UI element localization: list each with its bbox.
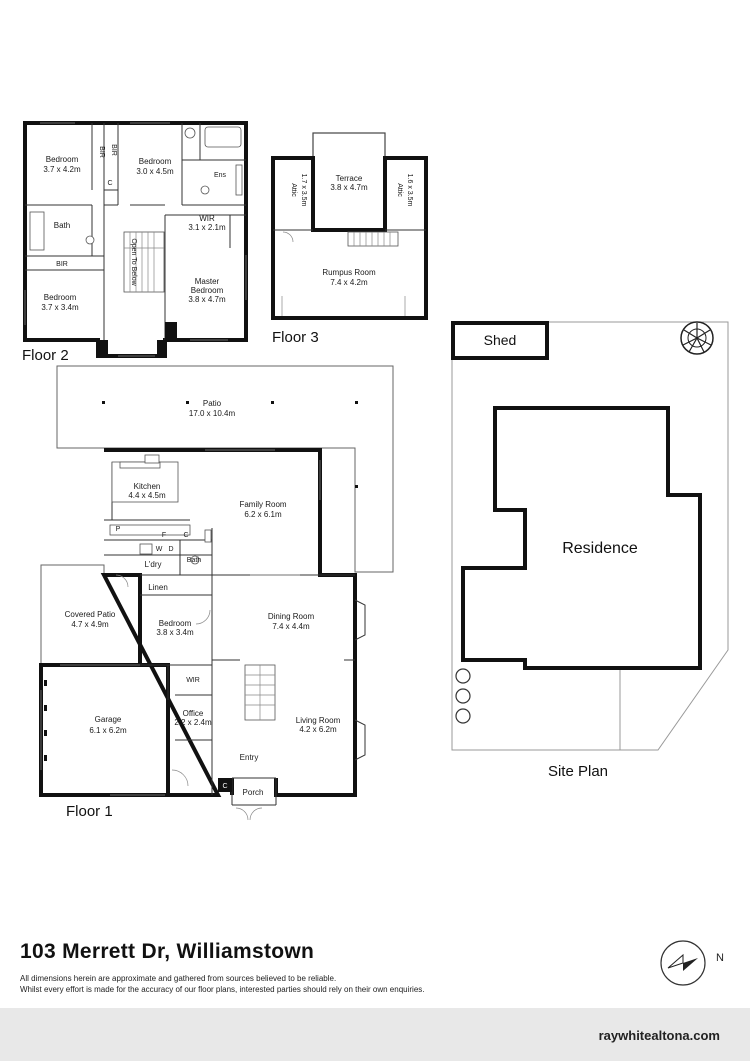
website-link[interactable]: raywhitealtona.com <box>598 1028 720 1043</box>
f1-linen: Linen <box>148 583 168 592</box>
site-plan-label: Site Plan <box>548 763 608 780</box>
f2-bedroom2-name: Bedroom <box>139 157 172 166</box>
disclaimer-line-1: All dimensions herein are approximate an… <box>20 974 337 983</box>
f2-bedroom3-size: 3.7 x 3.4m <box>41 303 79 312</box>
f1-dining-size: 7.4 x 4.4m <box>272 622 310 631</box>
f1-family-name: Family Room <box>239 500 286 509</box>
f2-wir-name: WIR <box>199 214 215 223</box>
f3-terrace-name: Terrace <box>336 174 363 183</box>
shrub-icon <box>455 668 471 724</box>
f1-covered-patio-size: 4.7 x 4.9m <box>71 620 109 629</box>
floor-3-label: Floor 3 <box>272 329 319 346</box>
f2-bir3: BIR <box>56 261 68 268</box>
f2-master-name: Master <box>195 277 220 286</box>
f2-bir2: BIR <box>110 144 117 156</box>
f1-dryer: D <box>168 546 173 553</box>
site-residence: Residence <box>562 540 638 557</box>
f3-attic-right-name: Attic <box>396 183 403 197</box>
f1-bedroom-size: 3.8 x 3.4m <box>156 628 194 637</box>
f2-ens: Ens <box>214 172 227 179</box>
compass-icon: N <box>660 940 724 986</box>
tree-icon <box>680 321 714 355</box>
f1-kitchen-name: Kitchen <box>134 482 161 491</box>
f1-living-size: 4.2 x 6.2m <box>299 725 337 734</box>
f1-covered-patio-name: Covered Patio <box>65 610 116 619</box>
site-plan: Shed Residence Site Plan <box>451 321 729 780</box>
footer-bar: raywhitealtona.com <box>0 1008 750 1061</box>
f1-garage-name: Garage <box>95 715 122 724</box>
f1-office-size: 2.2 x 2.4m <box>174 718 212 727</box>
f1-living-name: Living Room <box>296 716 341 725</box>
site-shed: Shed <box>484 332 517 348</box>
f1-cupboard: C <box>183 532 188 539</box>
disclaimer-line-2: Whilst every effort is made for the accu… <box>20 985 425 994</box>
floor-1-plan: Patio 17.0 x 10.4m Kitchen 4.4 x 4.5m Fa… <box>39 365 394 821</box>
f1-washer: W <box>156 546 163 553</box>
f3-attic-left-size: 1.7 x 3.5m <box>300 174 307 207</box>
f1-fridge: F <box>162 532 166 539</box>
f1-closet: C <box>222 783 227 790</box>
f2-bedroom1-name: Bedroom <box>46 155 79 164</box>
f1-patio-size: 17.0 x 10.4m <box>189 409 236 418</box>
floor-3-plan: Attic 1.7 x 3.5m Terrace 3.8 x 4.7m Atti… <box>271 132 428 346</box>
f2-wir-size: 3.1 x 2.1m <box>188 223 226 232</box>
disclaimer: All dimensions herein are approximate an… <box>20 973 425 995</box>
f2-master-name2: Bedroom <box>191 286 224 295</box>
f1-garage-size: 6.1 x 6.2m <box>89 726 127 735</box>
f2-bedroom3-name: Bedroom <box>44 293 77 302</box>
f1-kitchen-size: 4.4 x 4.5m <box>128 491 166 500</box>
f1-bath: Bath <box>187 557 202 564</box>
f1-laundry: L'dry <box>144 560 161 569</box>
f3-rumpus-name: Rumpus Room <box>322 268 376 277</box>
f2-bedroom1-size: 3.7 x 4.2m <box>43 165 81 174</box>
f2-bedroom2-size: 3.0 x 4.5m <box>136 167 174 176</box>
f1-porch: Porch <box>243 788 264 797</box>
f2-bir1: BIR <box>98 146 105 158</box>
property-address: 103 Merrett Dr, Williamstown <box>20 940 315 963</box>
floor-plan-drawing: Bedroom 3.7 x 4.2m BIR BIR C Bedroom 3.0… <box>22 121 729 821</box>
f1-patio-name: Patio <box>203 399 222 408</box>
f1-entry: Entry <box>240 753 259 762</box>
floor-2-plan: Bedroom 3.7 x 4.2m BIR BIR C Bedroom 3.0… <box>22 121 248 364</box>
f1-dining-name: Dining Room <box>268 612 315 621</box>
f1-wir: WIR <box>186 677 200 684</box>
f2-cupboard: C <box>107 180 112 187</box>
f1-bedroom-name: Bedroom <box>159 619 192 628</box>
f1-family-size: 6.2 x 6.1m <box>244 510 282 519</box>
compass-north-label: N <box>716 952 724 964</box>
f3-attic-left-name: Attic <box>290 183 297 197</box>
floor-1-label: Floor 1 <box>66 803 113 820</box>
f3-rumpus-size: 7.4 x 4.2m <box>330 278 368 287</box>
f3-attic-right-size: 1.6 x 3.5m <box>406 174 413 207</box>
f1-office-name: Office <box>183 709 204 718</box>
f2-open-to-below: Open To Below <box>130 238 137 286</box>
f2-bath: Bath <box>54 221 70 230</box>
floor-2-label: Floor 2 <box>22 347 69 364</box>
f2-master-size: 3.8 x 4.7m <box>188 295 226 304</box>
f3-terrace-size: 3.8 x 4.7m <box>330 183 368 192</box>
f1-pantry: P <box>116 526 121 533</box>
